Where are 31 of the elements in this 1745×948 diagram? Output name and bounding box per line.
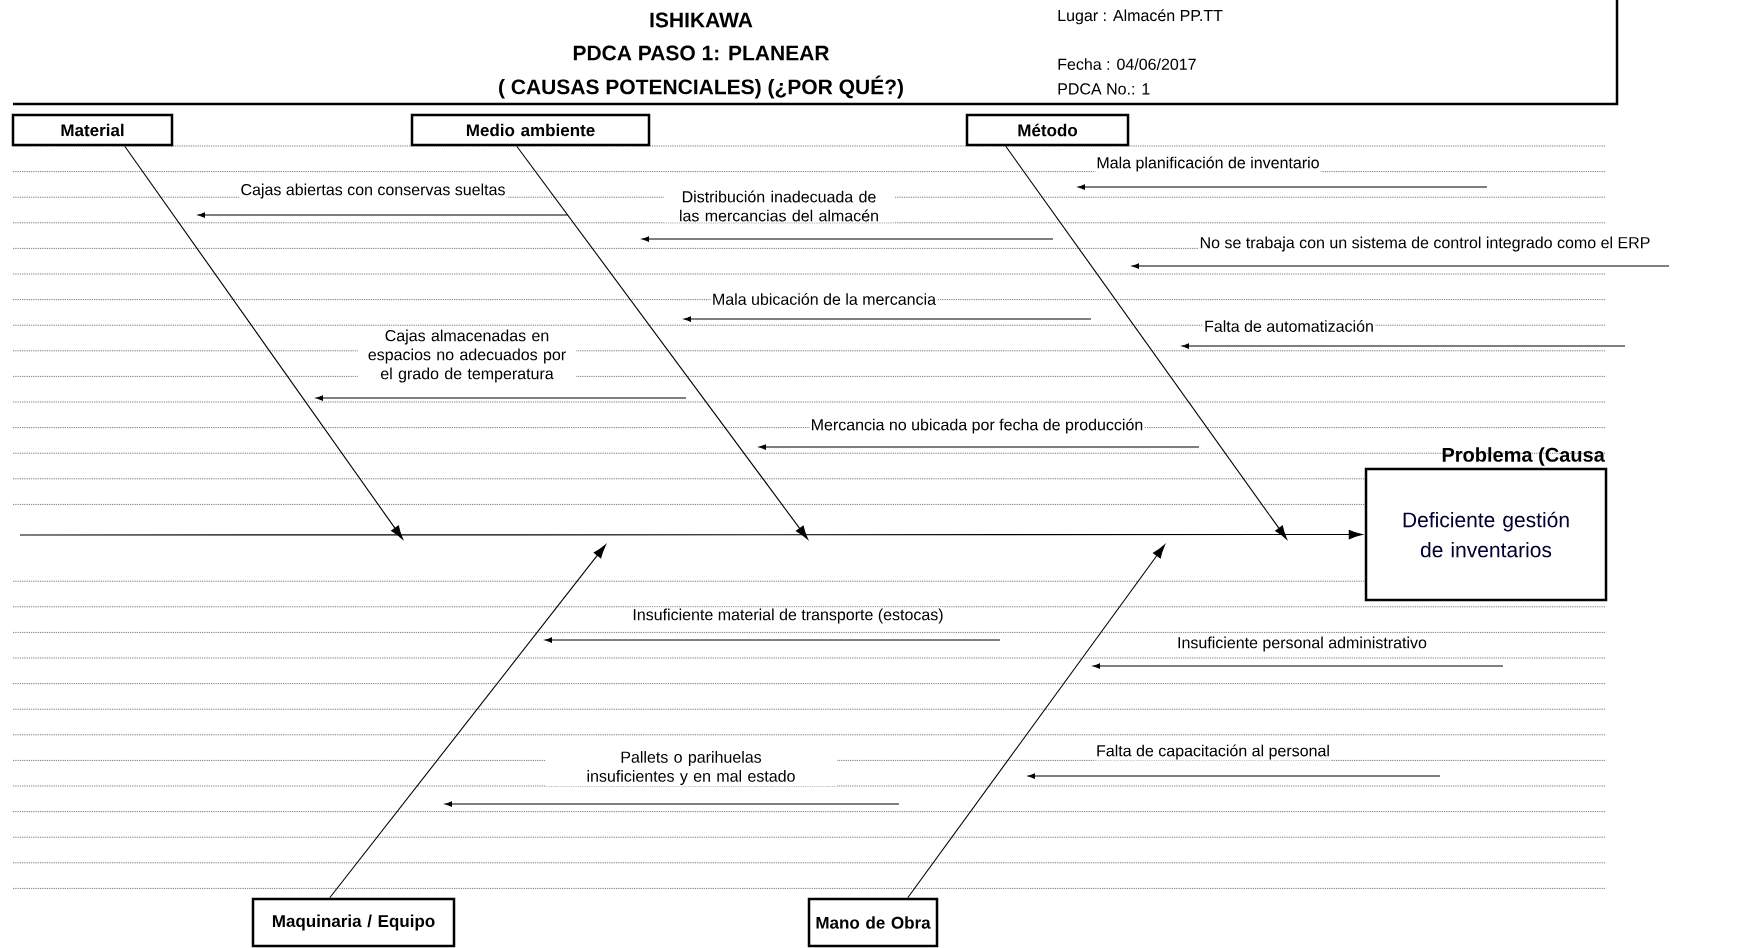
cause-text: Pallets o parihuelas insuficientes y en mal estado (545, 750, 837, 786)
category-box: Maquinaria / Equipo (251, 897, 456, 948)
category-box: Método (965, 113, 1130, 147)
cause-text: Falta de automatización (1203, 319, 1375, 333)
bone-arrow (907, 544, 1165, 899)
problem-box: Deficiente gestión de inventarios (1364, 467, 1608, 602)
bone-arrow (124, 145, 403, 540)
cause-text: Distribución inadecuada de las mercancias del almacén (664, 189, 894, 223)
title: ISHIKAWA (650, 12, 753, 28)
cause-text: Cajas almacenadas en espacios no adecuados por el grado de temperatura (358, 328, 576, 384)
category-box: Material (11, 113, 174, 147)
bone-arrow (329, 544, 606, 899)
title: PDCA PASO 1: PLANEAR (573, 45, 830, 61)
cause-text: Falta de capacitación al personal (1095, 743, 1331, 761)
header-info: Fecha : 04/06/2017 (1058, 58, 1196, 70)
bone-arrow (516, 145, 808, 540)
problem-heading: Problema (Causa (1442, 447, 1605, 466)
category-box: Medio ambiente (410, 113, 651, 147)
spine-arrow (19, 529, 1363, 540)
cause-text: Insuficiente material de transporte (estocas) (631, 607, 945, 625)
cause-text: Mercancia no ubicada por fecha de producción (809, 417, 1145, 435)
header-info: Lugar : Almacén PP.TT (1058, 9, 1223, 25)
cause-text: Mala planificación de inventario (1095, 155, 1321, 173)
title: ( CAUSAS POTENCIALES) (¿POR QUÉ?) (499, 75, 903, 99)
bone-arrow (1005, 145, 1287, 540)
category-box: Mano de Obra (807, 897, 939, 948)
header-info: PDCA No.: 1 (1058, 83, 1150, 95)
cause-text: Insuficiente personal administrativo (1176, 635, 1428, 653)
cause-text: Cajas abiertas con conservas sueltas (239, 182, 507, 200)
cause-text: No se trabaja con un sistema de control integrado como el ERP (1198, 235, 1652, 253)
cause-text: Mala ubicación de la mercancia (710, 292, 938, 306)
